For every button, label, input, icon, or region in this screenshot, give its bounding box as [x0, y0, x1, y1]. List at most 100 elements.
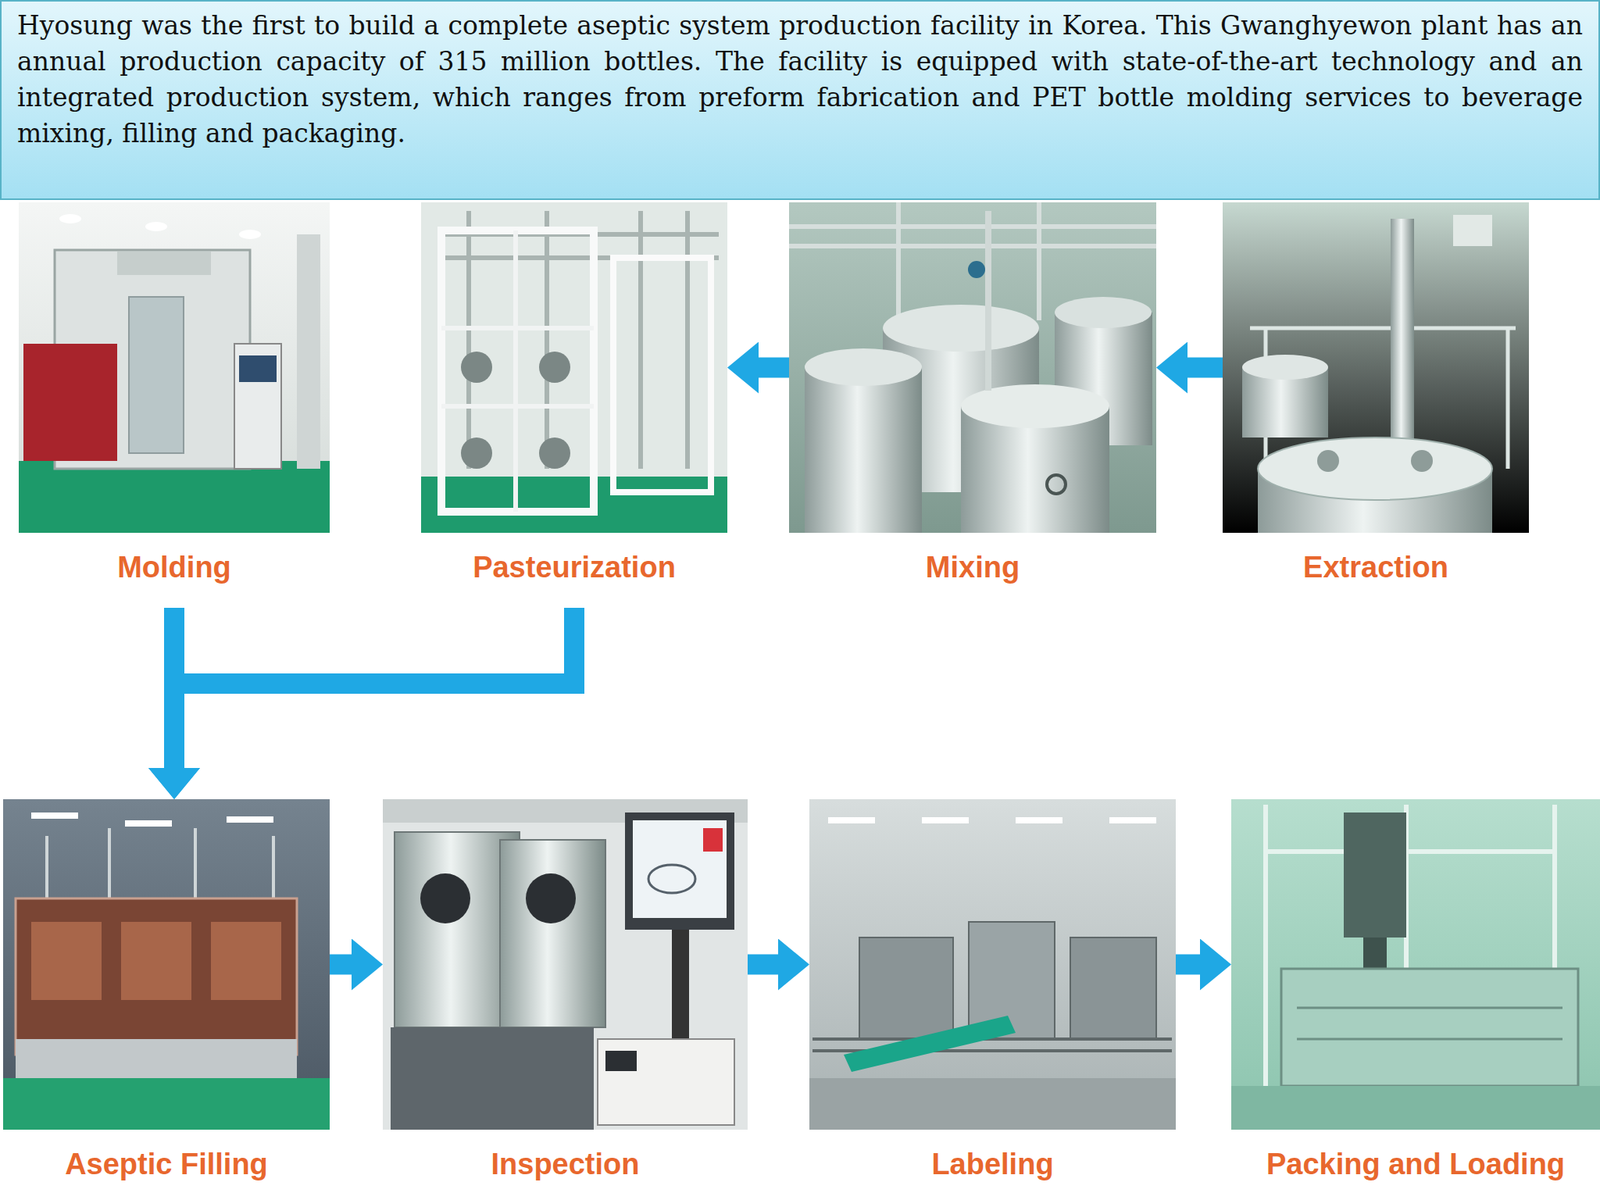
tank-top	[882, 304, 1040, 352]
camera-lens	[525, 873, 576, 924]
machine-window	[128, 296, 184, 454]
pipe	[296, 234, 321, 469]
pipe-rack	[441, 230, 594, 512]
photo-ground	[18, 202, 330, 533]
robot-arm	[1343, 812, 1407, 938]
process-step: Extraction	[1222, 202, 1529, 608]
photo-ground	[809, 799, 1176, 1130]
process-step: Mixing	[789, 202, 1157, 608]
control-column	[234, 343, 282, 469]
ceiling-light	[125, 820, 172, 827]
conveyor-rail	[812, 1039, 1172, 1051]
machine-base	[390, 1027, 594, 1130]
process-step: Inspection	[382, 799, 748, 1200]
tank	[804, 367, 922, 533]
floor	[1231, 1085, 1600, 1130]
labeling-machine	[968, 921, 1055, 1040]
step-label: Mixing	[925, 550, 1020, 585]
ceiling-light	[31, 812, 79, 819]
conveyor	[843, 1015, 1016, 1072]
inspection-photo	[382, 799, 748, 1130]
intro-text: Hyosung was the first to build a complet…	[17, 7, 1583, 152]
labeling-machine	[1070, 937, 1157, 1040]
process-step: Labeling	[809, 799, 1176, 1200]
extraction-photo	[1222, 202, 1529, 533]
pasteurization-photo	[421, 202, 728, 533]
packing-machine	[1281, 968, 1579, 1086]
machine-sign	[117, 251, 211, 275]
pump	[460, 351, 493, 383]
step-label: Extraction	[1303, 550, 1449, 585]
packing-photo	[1231, 799, 1600, 1130]
tank-top	[804, 348, 922, 386]
process-step: Aseptic Filling	[3, 799, 330, 1200]
step-label: Pasteurization	[472, 550, 676, 585]
tank-top	[1242, 354, 1329, 380]
control-box	[597, 1039, 735, 1125]
floor	[809, 1078, 1176, 1130]
process-step: Packing and Loading	[1231, 799, 1600, 1200]
flow-arrow	[747, 954, 779, 975]
flow-arrow	[174, 607, 575, 768]
red-panel	[23, 343, 118, 461]
display	[605, 1050, 637, 1072]
process-step: Pasteurization	[421, 202, 728, 608]
step-label: Inspection	[490, 1146, 640, 1182]
monitor-screen	[632, 820, 727, 918]
molding-photo	[18, 202, 330, 533]
column	[1390, 218, 1415, 469]
flow-arrow	[758, 357, 790, 379]
pump	[460, 437, 493, 469]
valve	[967, 260, 986, 279]
pump	[539, 351, 571, 383]
flow-arrow	[329, 954, 352, 975]
control-screen	[239, 355, 277, 383]
tank-top	[960, 384, 1110, 429]
camera-lens	[420, 873, 471, 924]
green-floor	[18, 460, 330, 533]
mixing-photo	[789, 202, 1157, 533]
green-floor	[3, 1078, 330, 1130]
feed-pipe	[985, 210, 992, 391]
photo-ground	[789, 202, 1157, 533]
hatch	[1317, 450, 1340, 472]
step-label: Packing and Loading	[1266, 1146, 1565, 1182]
photo-ground	[1222, 202, 1529, 533]
pump	[539, 437, 571, 469]
filling-machine	[15, 898, 297, 1055]
process-step: Molding	[18, 202, 330, 608]
pipe-rack	[613, 257, 711, 493]
monitor-stand	[671, 929, 690, 1040]
machine-base	[15, 1039, 297, 1079]
tank-top	[1054, 296, 1152, 329]
ceiling-light	[239, 229, 261, 240]
screen-graphic	[703, 828, 723, 852]
gauge	[1046, 475, 1066, 494]
labeling-photo	[809, 799, 1176, 1130]
labeling-machine	[859, 937, 954, 1040]
photo-ground	[1231, 799, 1600, 1130]
screen-graphic	[648, 864, 696, 893]
machine-rails	[1296, 1007, 1563, 1040]
machine-window	[121, 921, 192, 1000]
ceiling-light	[145, 221, 168, 232]
flow-arrow	[1175, 954, 1200, 975]
machine-window	[31, 921, 102, 1000]
ceiling-light	[226, 816, 274, 823]
step-label: Aseptic Filling	[64, 1146, 268, 1182]
back-pipes	[437, 210, 719, 469]
photo-ground	[421, 202, 728, 533]
flow-arrow	[1187, 357, 1223, 379]
photo-ground	[3, 799, 330, 1130]
intro-band: Hyosung was the first to build a complet…	[0, 0, 1600, 200]
vent	[1453, 214, 1493, 247]
ceiling-lights	[828, 817, 1157, 824]
tank-top	[1257, 437, 1493, 500]
hatch	[1410, 450, 1433, 472]
green-floor	[421, 476, 728, 533]
step-label: Labeling	[931, 1146, 1054, 1182]
gripper	[1363, 937, 1387, 969]
rack-bars	[441, 230, 594, 512]
ceiling-light	[59, 214, 82, 224]
camera-housing	[500, 839, 606, 1028]
